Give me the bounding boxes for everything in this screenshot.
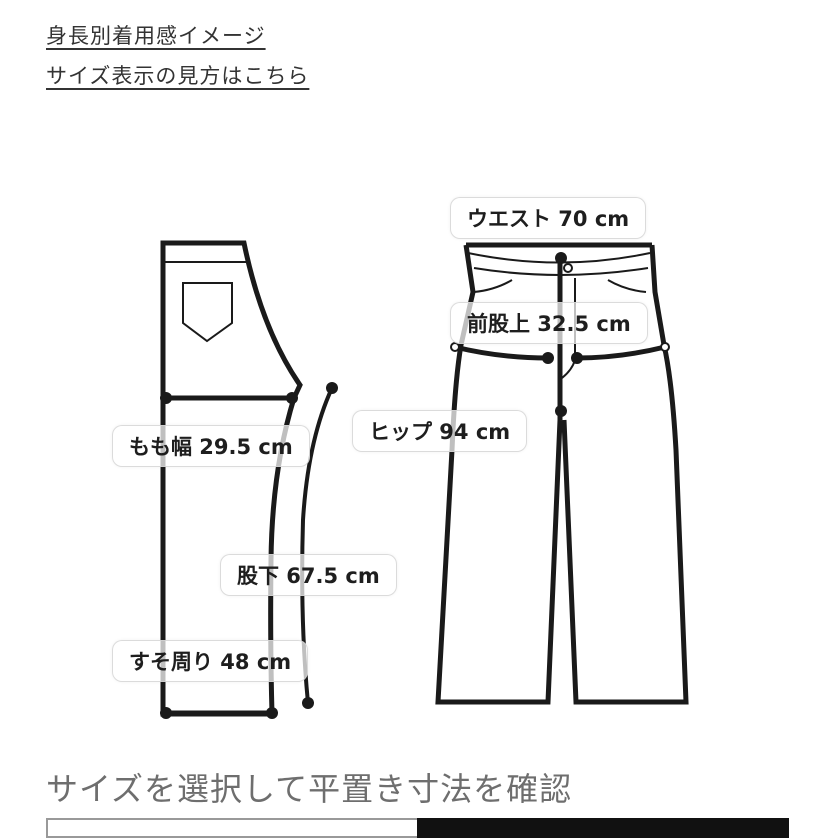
height-fit-image-link[interactable]: 身長別着用感イメージ (46, 24, 266, 48)
size-select-heading: サイズを選択して平置き寸法を確認 (46, 770, 573, 808)
front-rise-measurement-label: 前股上 32.5 cm (450, 302, 648, 344)
measurement-points (160, 252, 583, 719)
waist-measurement-label: ウエスト 70 cm (450, 197, 647, 239)
thigh-width-measurement-label: もも幅 29.5 cm (112, 425, 310, 467)
size-guide-link[interactable]: サイズ表示の見方はこちら (46, 64, 310, 88)
hem-circumference-measurement-label: すそ周り 48 cm (112, 640, 309, 682)
inseam-measurement-label: 股下 67.5 cm (220, 554, 397, 596)
size-tabs (46, 818, 789, 838)
size-tab-1[interactable] (46, 818, 417, 838)
hip-measurement-label: ヒップ 94 cm (352, 410, 528, 452)
pants-measurement-diagram (160, 240, 689, 719)
size-tab-2[interactable] (416, 818, 789, 838)
